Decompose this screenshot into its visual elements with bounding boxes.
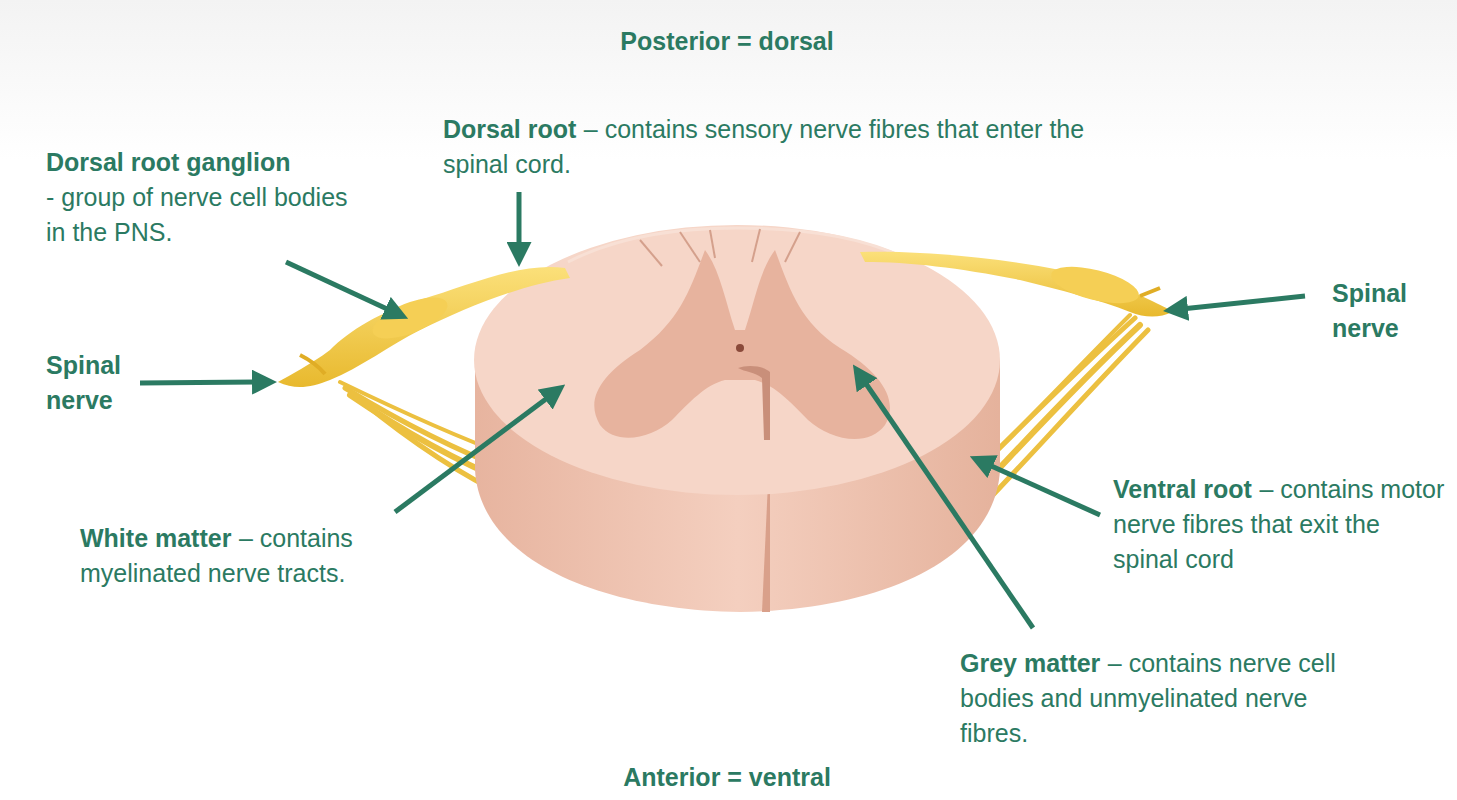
label-group: Posterior = dorsal [527, 24, 927, 59]
label-group: Dorsal root ganglion- group of nerve cel… [46, 145, 366, 250]
label-group: White matter– contains myelinated nerve … [80, 521, 440, 591]
part-name: Dorsal root [443, 115, 576, 143]
view-label: Posterior = dorsal [620, 27, 833, 55]
part-name: Dorsal root ganglion [46, 145, 366, 180]
part-description: - group of nerve cell bodies in the PNS. [46, 183, 348, 246]
part-name: Spinal nerve [46, 351, 121, 414]
label-group: Ventral root– contains motor nerve fibre… [1113, 472, 1445, 577]
label-group: Spinal nerve [1332, 276, 1427, 346]
part-name: Ventral root [1113, 475, 1252, 503]
view-label: Anterior = ventral [623, 763, 831, 791]
grey-matter-shape [594, 250, 890, 439]
label-group: Dorsal root– contains sensory nerve fibr… [443, 112, 1133, 182]
label-group: Spinal nerve [46, 348, 141, 418]
label-group: Grey matter– contains nerve cell bodies … [960, 646, 1345, 751]
spinal-cord [474, 225, 1000, 612]
part-name: Grey matter [960, 649, 1100, 677]
nerve-right [860, 252, 1172, 317]
part-name: Spinal nerve [1332, 279, 1407, 342]
nerve-left [278, 267, 570, 387]
part-name: White matter [80, 524, 231, 552]
label-group: Anterior = ventral [527, 760, 927, 795]
